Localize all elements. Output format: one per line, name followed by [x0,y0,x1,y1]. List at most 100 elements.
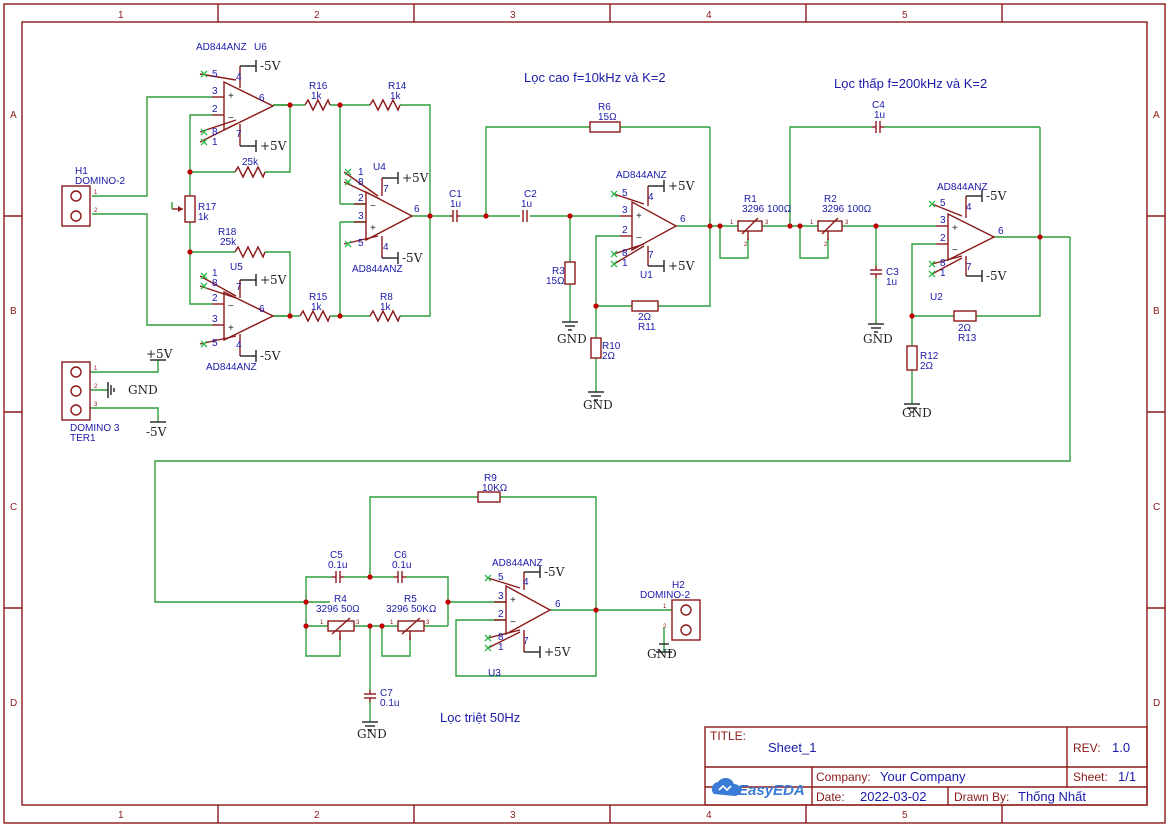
svg-text:R2: R2 [824,194,837,205]
col-label: 3 [510,810,516,821]
svg-text:1: 1 [730,220,734,226]
svg-text:R1: R1 [744,194,757,205]
col-label: 5 [902,10,908,21]
row-label: B [1153,306,1160,317]
svg-text:+5V: +5V [668,259,695,273]
gnd-label: GND [128,383,158,397]
svg-text:1: 1 [622,258,628,269]
svg-text:-5V: -5V [260,59,281,73]
svg-text:+: + [636,211,642,222]
svg-text:7: 7 [523,636,529,647]
power-symbols: +5V GND -5V GND GND GND GND GND GND [107,321,932,741]
resistor-r18: R18 25k [218,227,266,259]
svg-text:2: 2 [940,233,946,244]
svg-text:R14: R14 [388,81,407,92]
svg-text:3296 50Ω: 3296 50Ω [316,604,360,615]
svg-text:R4: R4 [334,594,347,605]
svg-text:C3: C3 [886,267,899,278]
svg-text:1: 1 [358,167,364,178]
gnd-label: GND [357,727,387,741]
svg-text:1k: 1k [198,212,210,223]
notch-title: Lọc triệt 50Hz [440,710,520,725]
svg-text:2: 2 [94,208,98,214]
svg-text:+: + [952,223,958,234]
col-label: 1 [118,810,124,821]
svg-text:1: 1 [212,137,218,148]
svg-text:8: 8 [212,127,218,138]
svg-text:7: 7 [236,129,242,140]
svg-text:1: 1 [94,366,98,372]
svg-text:U5: U5 [230,262,243,273]
svg-text:3: 3 [765,220,769,226]
svg-text:2: 2 [212,104,218,115]
svg-text:R10: R10 [602,341,621,352]
svg-text:AD844ANZ: AD844ANZ [492,558,543,569]
svg-text:5: 5 [212,338,218,349]
svg-text:2: 2 [498,609,504,620]
svg-text:C2: C2 [524,189,537,200]
lowpass-title: Lọc thấp f=200kHz và K=2 [834,76,987,91]
svg-text:25k: 25k [242,157,259,168]
svg-text:3: 3 [845,220,849,226]
gnd-label: GND [557,332,587,346]
svg-text:6: 6 [555,599,561,610]
svg-text:R13: R13 [958,333,977,344]
svg-text:1k: 1k [380,302,392,313]
potentiometer-r17: R17 1k [171,195,217,223]
col-label: 1 [118,10,124,21]
svg-text:AD844ANZ: AD844ANZ [206,362,257,373]
svg-text:1k: 1k [311,91,323,102]
ter1-ref: TER1 [70,433,96,444]
svg-text:AD844ANZ: AD844ANZ [937,182,988,193]
svg-text:-5V: -5V [986,189,1007,203]
easyeda-logo: EasyEDA [711,777,805,799]
svg-text:3: 3 [358,211,364,222]
svg-text:U1: U1 [640,270,653,281]
row-label: A [10,110,17,121]
svg-text:8: 8 [212,278,218,289]
drawing-frame [3,3,1166,824]
col-label: 4 [706,10,712,21]
svg-text:−: − [228,113,234,124]
svg-text:3: 3 [622,205,628,216]
svg-text:+: + [370,223,376,234]
svg-text:+: + [228,91,234,102]
pwr-pos-label: +5V [146,347,173,361]
svg-text:6: 6 [680,214,686,225]
svg-text:25k: 25k [220,237,237,248]
svg-text:3: 3 [940,215,946,226]
svg-text:R5: R5 [404,594,417,605]
connector-h1: 12 H1 DOMINO-2 [61,166,125,227]
svg-text:-5V: -5V [402,251,423,265]
svg-text:R8: R8 [380,292,393,303]
svg-text:1: 1 [212,268,218,279]
col-label: 2 [314,10,320,21]
svg-text:AD844ANZ: AD844ANZ [196,42,247,53]
svg-text:4: 4 [383,242,389,253]
svg-text:2Ω: 2Ω [638,312,652,323]
opamp-u2: +− 325 81 476 -5V -5V AD844ANZ U2 [930,182,1007,303]
svg-text:C4: C4 [872,100,885,111]
svg-text:8: 8 [622,248,628,259]
opamp-u3: +− 325 81 476 -5V +5V AD844ANZ U3 [487,558,571,679]
opamp-u6: +− 325 81 476 -5V +5V AD844ANZ U6 [196,42,287,153]
svg-text:0.1u: 0.1u [328,560,347,571]
svg-text:5: 5 [498,572,504,583]
resistor-r9: R9 10KΩ [477,473,508,503]
col-label: 2 [314,810,320,821]
svg-text:R9: R9 [484,473,497,484]
svg-text:6: 6 [998,226,1004,237]
svg-text:0.1u: 0.1u [392,560,411,571]
svg-text:10KΩ: 10KΩ [482,483,508,494]
svg-text:1: 1 [94,190,98,196]
connector-ter1: 123 DOMINO 3 TER1 [61,361,120,444]
svg-text:C7: C7 [380,688,393,699]
svg-text:1: 1 [320,620,324,626]
row-label: B [10,306,17,317]
svg-text:1k: 1k [311,302,323,313]
svg-text:-5V: -5V [260,349,281,363]
svg-text:-5V: -5V [544,565,565,579]
h2-ref: H2 [672,580,685,591]
